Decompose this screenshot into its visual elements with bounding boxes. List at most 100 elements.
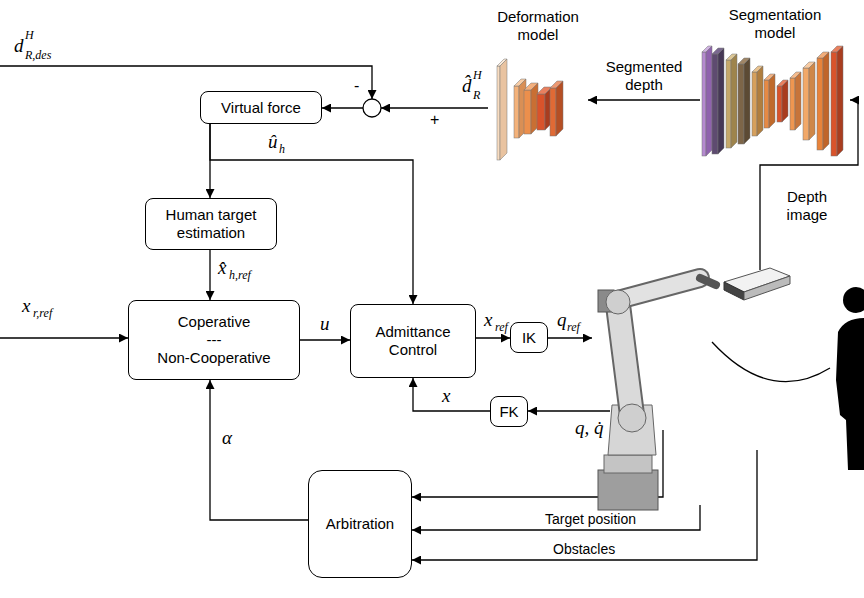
layer-slab [524,90,531,134]
math-symbol: x [22,296,30,316]
math-symbol: q, q̇ [575,418,604,438]
layer-slab [718,48,724,154]
layer-slab [831,52,837,156]
human-body [836,318,864,470]
connector [476,338,510,339]
connector [210,380,308,520]
robot-arm [618,305,632,415]
layer-slab [790,78,795,130]
signal-label: Obstacles [553,541,615,557]
process-box: Virtual force [200,91,322,124]
network-heading: Segmentation model [700,6,850,161]
connector-line [381,107,488,108]
process-box: IK [510,322,548,353]
process-box: FK [490,396,528,427]
robot-joint [618,404,646,432]
robot-base [604,455,652,473]
layer-slab [823,52,829,150]
connector-line [476,337,510,338]
layer-slab [556,81,563,136]
obstacle-wire [412,450,757,560]
math-symbol: α [222,428,232,448]
layer-slab [702,52,706,156]
node-text: Segmentation model [725,6,825,42]
math-symbol: x [484,310,492,330]
connector-line [322,107,363,108]
node-text: IK [522,329,536,347]
subscript: R,des [25,48,51,62]
layer-slab [837,46,843,156]
connector [413,378,490,411]
layer-slab [726,60,731,148]
layer-slab [782,80,788,122]
layer-slab [712,54,718,154]
signal-label: Depth image [772,188,842,224]
edge-label: Segmented depth [604,58,684,94]
human-head [843,287,864,313]
connector [588,100,700,101]
network-heading: Deformation model [488,8,588,160]
connector-line [588,99,700,100]
node-text: FK [499,403,518,421]
deformation-network-icon [497,59,563,160]
segmentation-network-icon [702,46,843,156]
node-text: --- [207,331,222,349]
signal-label: Target position [545,511,636,527]
sensing-curve [712,342,830,382]
node-text: Human target estimation [151,206,271,242]
node-text: Coperative [178,313,251,331]
layer-slab [817,58,823,150]
robot-illustration [598,278,716,510]
math-symbol: û [268,132,278,152]
layer-slab [757,66,763,136]
layer-slab [744,58,750,144]
subscript: h,ref [229,268,251,282]
connector-line [210,380,308,520]
robot-joint [606,290,630,314]
layer-slab [764,80,769,128]
joint-state-wire [528,410,610,411]
layer-slab [777,86,782,122]
superscript: H [25,28,34,42]
layer-slab [809,62,815,140]
node-text: Arbitration [326,515,394,533]
human-silhouette [836,287,864,470]
subscript: ref [567,320,580,334]
process-box: Admittance Control [350,304,476,378]
layer-slab [752,72,757,136]
robot-arm [618,278,700,300]
layer-slab [738,64,744,144]
process-box: Human target estimation [145,198,277,250]
layer-slab [500,59,507,160]
math-symbol: q [557,310,567,330]
process-box: Arbitration [308,470,412,578]
subscript: ref [495,320,508,334]
subscript: R [473,88,480,102]
node-text: Non-Cooperative [157,349,270,367]
layer-slab [769,74,775,128]
subscript: r,ref [33,306,52,320]
robot-arm [618,305,632,415]
depth-camera [724,268,790,300]
layer-slab [550,88,556,136]
sign-label: + [430,110,439,130]
sign-label: - [354,76,359,96]
robot-arm [618,278,700,300]
node-text: Deformation model [488,8,588,44]
layer-slab [803,68,809,140]
math-symbol: d [14,36,24,56]
layer-slab [731,54,737,148]
camera-body [744,276,790,300]
superscript: H [473,68,482,82]
layer-slab [537,94,545,130]
robot-wrist [700,278,716,285]
connector [210,250,211,300]
subscript: h [279,142,285,156]
robot-base [598,470,658,510]
math-symbol: u [320,314,330,334]
node-text: Admittance Control [356,323,470,359]
layer-slab [514,86,519,138]
